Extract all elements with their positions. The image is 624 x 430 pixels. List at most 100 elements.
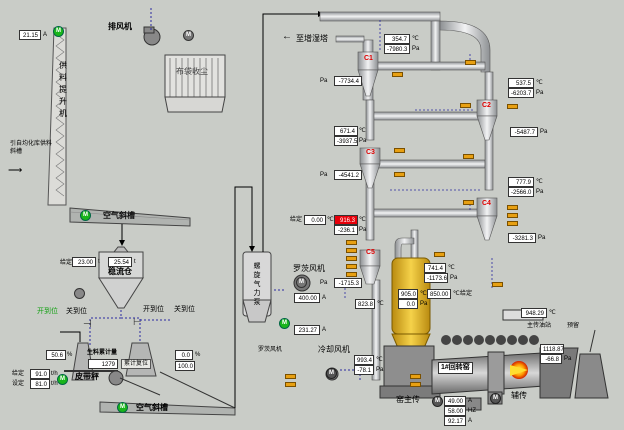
scale-set-value[interactable]: 91.0: [30, 369, 50, 379]
c1-in-press-unit: Pa: [320, 78, 328, 84]
accum-reset-button[interactable]: 累计复位: [121, 359, 152, 369]
air-chute-bottom-motor-icon[interactable]: M: [117, 402, 128, 413]
oil-station-label: 主传油站: [527, 323, 552, 329]
roots-fan-top-motor-icon[interactable]: M: [296, 277, 307, 288]
roots-fan-bottom-unit: A: [322, 327, 327, 333]
scale-flow-label: 设定: [12, 381, 25, 387]
preheater-ducts: [319, 11, 494, 381]
calciner-temp-unit: ℃: [448, 265, 455, 271]
roots-fan-top-unit: A: [322, 295, 327, 301]
bin-set-value[interactable]: 23.00: [72, 257, 96, 267]
scale-set-label: 给定: [12, 371, 25, 377]
cooling-flap-1: [285, 374, 296, 379]
c5-press-unit: Pa: [320, 280, 328, 286]
roots-fan-top-current: 400.00: [294, 293, 320, 303]
valve-right-icon[interactable]: ⊢: [133, 317, 142, 328]
riser-temp2: 850.00: [427, 289, 451, 299]
bin-set-label: 给定: [60, 260, 73, 266]
elevator-motor-icon[interactable]: M: [53, 26, 64, 37]
c4-flap-4: [507, 221, 518, 226]
c1-temp-unit: ℃: [412, 36, 419, 42]
valve-left-motor-icon[interactable]: [74, 288, 85, 299]
c3-label: C3: [366, 149, 375, 156]
c1-flap-2: [465, 60, 476, 65]
valve-left-icon[interactable]: ⊣: [83, 319, 92, 330]
c2-flap-1: [460, 103, 471, 108]
precalc-flap-2: [346, 248, 357, 253]
c2-press-unit: Pa: [536, 90, 544, 96]
c4-press-unit: Pa: [536, 189, 544, 195]
calciner-press: -1173.6: [424, 273, 448, 283]
air-chute-top-label: 空气斜槽: [103, 211, 135, 220]
valve-left-value: 50.6: [46, 350, 66, 360]
main-motor-freq-unit: HZ: [468, 408, 476, 414]
c1-label: C1: [364, 55, 373, 62]
aux-drive-motor-icon[interactable]: M: [490, 393, 501, 404]
c5-temp-unit: ℃: [377, 301, 384, 307]
from-homogenizer-arrow: ⟶: [8, 165, 23, 176]
bag-filter-drawing: [164, 54, 226, 113]
riser-temp: 905.0: [398, 289, 418, 299]
precalc-temp: 916.3: [334, 215, 358, 225]
roots-fan-top-label: 罗茨风机: [293, 264, 325, 273]
stable-bin-label: 稳流仓: [108, 267, 132, 276]
air-chute-bottom-label: 空气斜槽: [136, 403, 168, 412]
c4-press: -2566.0: [508, 187, 534, 197]
aux-drive-label: 辅传: [511, 391, 527, 400]
calciner-temp: 741.4: [424, 263, 446, 273]
air-chute-top-motor-icon[interactable]: M: [80, 210, 91, 221]
precalc-press: -236.1: [334, 225, 358, 235]
precalc-set-label: 给定: [290, 217, 303, 223]
cooling-fan-motor-icon[interactable]: M: [326, 368, 337, 379]
c1-flap-1: [392, 72, 403, 77]
c3-temp-unit: ℃: [359, 128, 366, 134]
c2-out-press-unit: Pa: [540, 129, 548, 135]
valve-right-unit: %: [195, 352, 201, 358]
screw-pump-label: 螺旋气力泵: [253, 263, 261, 306]
air-chute-bottom: [99, 371, 236, 416]
tertiary-set-label: 给定: [460, 291, 473, 297]
screw-pump: [242, 251, 272, 323]
feed-elevator-label: 供料提升机: [59, 61, 67, 118]
belt-scale-drawing: [64, 370, 161, 396]
exhaust-fan-motor-icon[interactable]: M: [183, 30, 194, 41]
raw-meal-total-value: 1279: [88, 359, 118, 369]
precalc-flap-1: [346, 240, 357, 245]
elevator-current-unit: A: [43, 32, 48, 38]
c4-flap-2: [507, 205, 518, 210]
c1-temp: 354.7: [384, 34, 410, 44]
c3-out-press: -4541.2: [334, 170, 362, 180]
kiln-inlet-temp-unit: ℃: [376, 357, 383, 363]
kiln-inlet-press: -78.1: [354, 365, 374, 375]
c5-label: C5: [366, 249, 375, 256]
cooling-flap-4: [410, 382, 421, 387]
c2-press: -6203.7: [508, 88, 534, 98]
c4-flap-3: [507, 213, 518, 218]
c5-press: -1715.3: [334, 278, 362, 288]
belt-scale-label: 皮带秤: [75, 372, 99, 381]
main-drive-motor-icon[interactable]: M: [432, 396, 443, 407]
c5-temp: 823.8: [355, 299, 375, 309]
kiln-speed: 1118.87: [540, 344, 564, 354]
c4-label: C4: [482, 200, 491, 207]
roots-fan-bottom-motor-icon[interactable]: M: [279, 318, 290, 329]
bag-filter-label: 布袋收尘: [176, 67, 208, 76]
precalc-set-value[interactable]: 0.00: [304, 215, 326, 225]
exhaust-fan-drawing: [143, 26, 161, 46]
kiln-inlet: [379, 345, 441, 399]
c3-press: -3937.5: [334, 136, 358, 146]
scale-set-unit: t/h: [51, 371, 58, 377]
stack-label: 至增湿塔: [296, 34, 328, 43]
kiln-head-press-unit: ℃: [549, 310, 556, 316]
kiln-main-drive-label: 窑主传: [396, 395, 420, 404]
cooling-flap-2: [285, 382, 296, 387]
riser-temp2-unit: ℃: [453, 291, 460, 297]
c4-out-press: -3281.3: [508, 233, 536, 243]
belt-scale-motor-icon[interactable]: M: [57, 374, 68, 385]
c3-flap-1: [394, 148, 405, 153]
c4-out-press-unit: Pa: [538, 235, 546, 241]
precalc-flap-3: [346, 256, 357, 261]
c1-press-unit: Pa: [412, 46, 420, 52]
c2-out-press: -5487.7: [510, 127, 538, 137]
